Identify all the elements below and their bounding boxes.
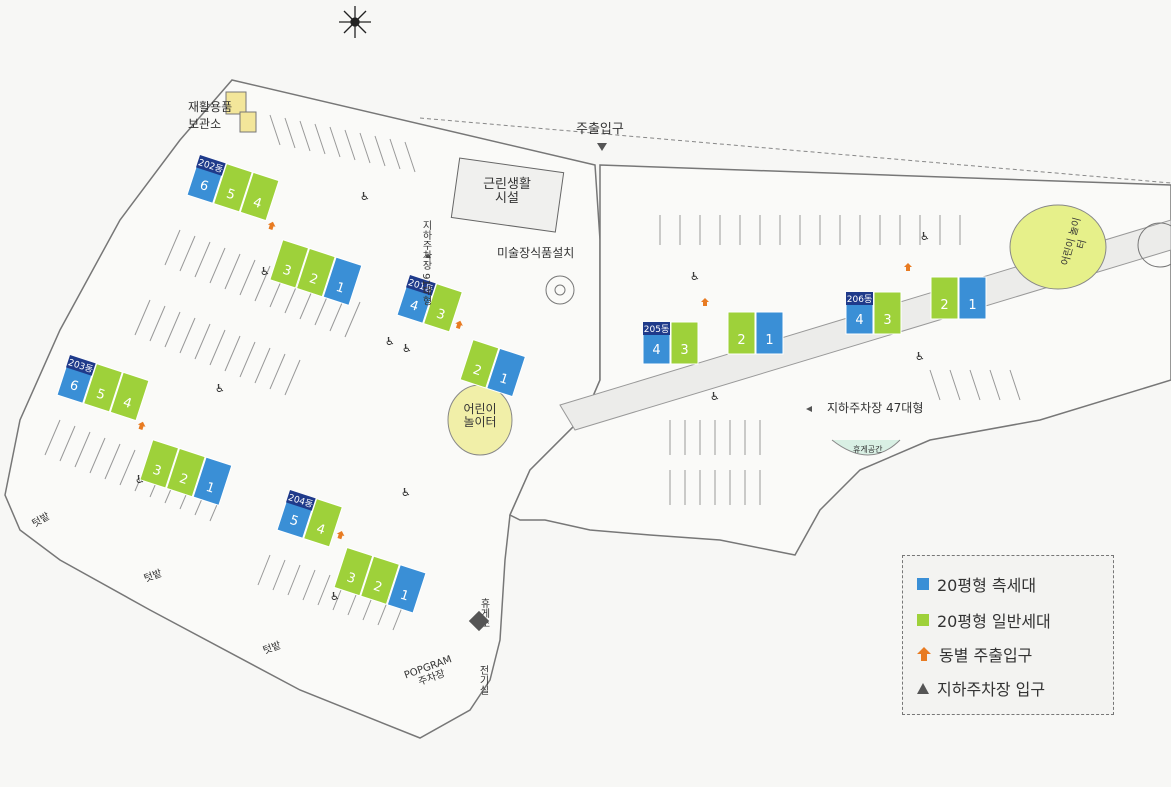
- legend: 20평형 측세대 20평형 일반세대 동별 주출입구 지하주차장 입구: [902, 555, 1114, 715]
- building-205동: 4 3 2 1 205동: [642, 298, 784, 365]
- neighborhood-facility: [450, 157, 565, 233]
- unit-number: 4: [652, 343, 660, 358]
- recycle-storage: [225, 91, 247, 115]
- site-boundary-right: [509, 164, 1171, 556]
- unit-number: 2: [940, 298, 948, 313]
- neighborhood-facility-label: 근린생활 시설: [483, 177, 531, 207]
- unit-side: [386, 564, 427, 614]
- underground-parking-right-label: 지하주차장 47대형: [827, 401, 924, 415]
- unit-general: [930, 276, 959, 320]
- svg-text:♿: ♿: [260, 265, 270, 278]
- svg-text:♿: ♿: [920, 230, 930, 243]
- legend-side-label: 20평형 측세대: [937, 576, 1037, 595]
- entrance-arrow-icon: [267, 221, 276, 231]
- unit-general: [269, 239, 310, 289]
- unit-general: [727, 311, 756, 355]
- rest-area-label: 휴게공간: [853, 445, 883, 454]
- legend-entrance-label: 동별 주출입구: [939, 646, 1033, 665]
- main-entrance-label: 주출입구: [576, 122, 624, 137]
- entrance-arrow-icon: [455, 320, 463, 330]
- svg-text:♿: ♿: [330, 590, 340, 603]
- right-roundabout: [1137, 222, 1171, 268]
- svg-text:♿: ♿: [401, 486, 411, 499]
- building-name: 205동: [644, 324, 669, 335]
- main-entrance-icon: [597, 143, 607, 151]
- svg-text:♿: ♿: [215, 382, 225, 395]
- unit-side: [486, 347, 527, 398]
- building-tag: [846, 292, 873, 305]
- compass-icon: [339, 6, 371, 38]
- entrance-arrow-icon: [137, 421, 146, 431]
- building-206동: 4 3 2 1 206동: [845, 263, 987, 335]
- unit-side: [192, 456, 233, 506]
- unit-general: [423, 283, 463, 333]
- entrance-arrow-icon: [336, 531, 345, 540]
- up-arrow-icon: [917, 647, 931, 661]
- unit-number: 3: [883, 313, 891, 328]
- parking-entrance-icon: [806, 406, 812, 412]
- unit-general: [139, 439, 180, 489]
- unit-side: [755, 311, 784, 355]
- svg-text:♿: ♿: [690, 270, 700, 283]
- rest-area: [831, 439, 901, 456]
- legend-side-swatch: [917, 578, 929, 590]
- building-tag: [65, 355, 96, 376]
- unit-general: [213, 163, 253, 213]
- building-tag: [405, 275, 436, 296]
- art-install-label: 미술장식품설치: [497, 246, 575, 260]
- unit-number: 1: [968, 298, 976, 313]
- legend-side: 20평형 측세대: [917, 572, 1036, 596]
- unit-general: [239, 171, 280, 222]
- unit-side: [322, 256, 363, 306]
- unit-general: [333, 546, 374, 597]
- legend-entrance: 동별 주출입구: [917, 642, 1032, 666]
- unit-general: [83, 363, 123, 413]
- building-tag: [195, 155, 226, 176]
- legend-general: 20평형 일반세대: [917, 608, 1051, 632]
- svg-text:♿: ♿: [710, 390, 720, 403]
- unit-general: [459, 339, 500, 389]
- unit-general: [670, 321, 699, 365]
- svg-text:♿: ♿: [385, 335, 395, 348]
- svg-text:♿: ♿: [402, 342, 412, 355]
- recycle-label: 재활용품 보관소: [188, 100, 233, 131]
- parking-entrance-icon: [425, 253, 431, 258]
- unit-general: [165, 447, 206, 498]
- underground-parking-left-label: 지하주차장 91대형: [420, 220, 431, 306]
- unit-general: [303, 498, 343, 548]
- legend-general-swatch: [917, 614, 929, 626]
- unit-general: [360, 555, 400, 606]
- unit-number: 1: [765, 333, 773, 348]
- unit-general: [295, 247, 336, 298]
- triangle-icon: [917, 682, 929, 694]
- playground-center-label: 어린이 놀이터: [463, 402, 497, 430]
- playground-right: [1009, 204, 1107, 290]
- art-installation-center: [554, 284, 566, 296]
- unit-side: [958, 276, 987, 320]
- toilet-label: 휴게소: [478, 598, 489, 628]
- electric-room-label: 전기실: [477, 665, 488, 695]
- svg-text:♿: ♿: [360, 190, 370, 203]
- building-tag: [285, 490, 316, 511]
- entrance-arrow-icon: [701, 298, 709, 306]
- recycle-storage-2: [239, 111, 257, 133]
- legend-parking-label: 지하주차장 입구: [937, 680, 1046, 699]
- unit-number: 3: [680, 343, 688, 358]
- unit-general: [109, 371, 150, 422]
- building-name: 206동: [847, 294, 872, 305]
- unit-general: [873, 291, 902, 335]
- unit-number: 4: [855, 313, 863, 328]
- unit-number: 2: [737, 333, 745, 348]
- entrance-arrow-icon: [904, 263, 912, 271]
- art-installation-roundabout: [545, 275, 575, 305]
- legend-general-label: 20평형 일반세대: [937, 612, 1051, 631]
- legend-parking: 지하주차장 입구: [917, 676, 1045, 700]
- building-tag: [643, 322, 670, 335]
- svg-text:♿: ♿: [915, 350, 925, 363]
